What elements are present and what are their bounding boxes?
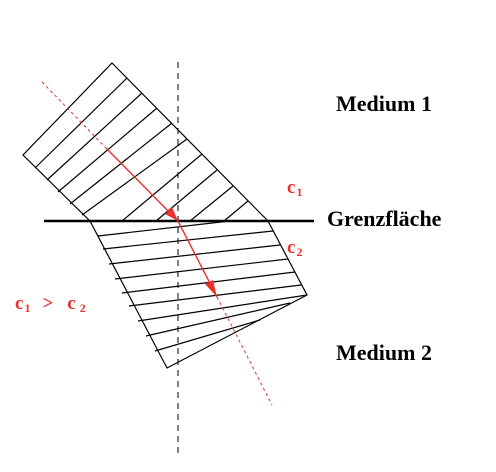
wavefront-line xyxy=(154,319,261,352)
c1-label: c1 xyxy=(287,177,302,199)
wavefront-line xyxy=(223,200,249,222)
interface-label: Grenzfläche xyxy=(327,206,442,231)
wavefront-line xyxy=(128,284,302,307)
wavefront-line xyxy=(189,185,234,222)
incident-ray xyxy=(105,147,179,222)
wavefront-line xyxy=(121,153,203,222)
wavefront-line xyxy=(114,258,289,280)
incident-wavefront-band xyxy=(22,62,270,222)
wavefront-line xyxy=(145,302,291,337)
medium-2-label: Medium 2 xyxy=(336,340,432,365)
medium-1-label: Medium 1 xyxy=(336,91,432,116)
c2-label: c2 xyxy=(287,237,302,259)
refracted-band-outline xyxy=(89,220,308,369)
refracted-ray-arrowhead xyxy=(205,280,217,297)
wavefront-line xyxy=(97,220,231,237)
incident-ray-extension xyxy=(41,81,107,149)
wavefront-line xyxy=(34,77,128,169)
wavefront-line xyxy=(46,92,143,181)
incident-ray-arrowhead xyxy=(165,207,178,221)
refracted-ray-extension xyxy=(216,296,273,406)
refracted-wavefront-band xyxy=(89,220,308,369)
incident-band-outline xyxy=(22,62,270,222)
wavefront-line xyxy=(155,169,218,222)
